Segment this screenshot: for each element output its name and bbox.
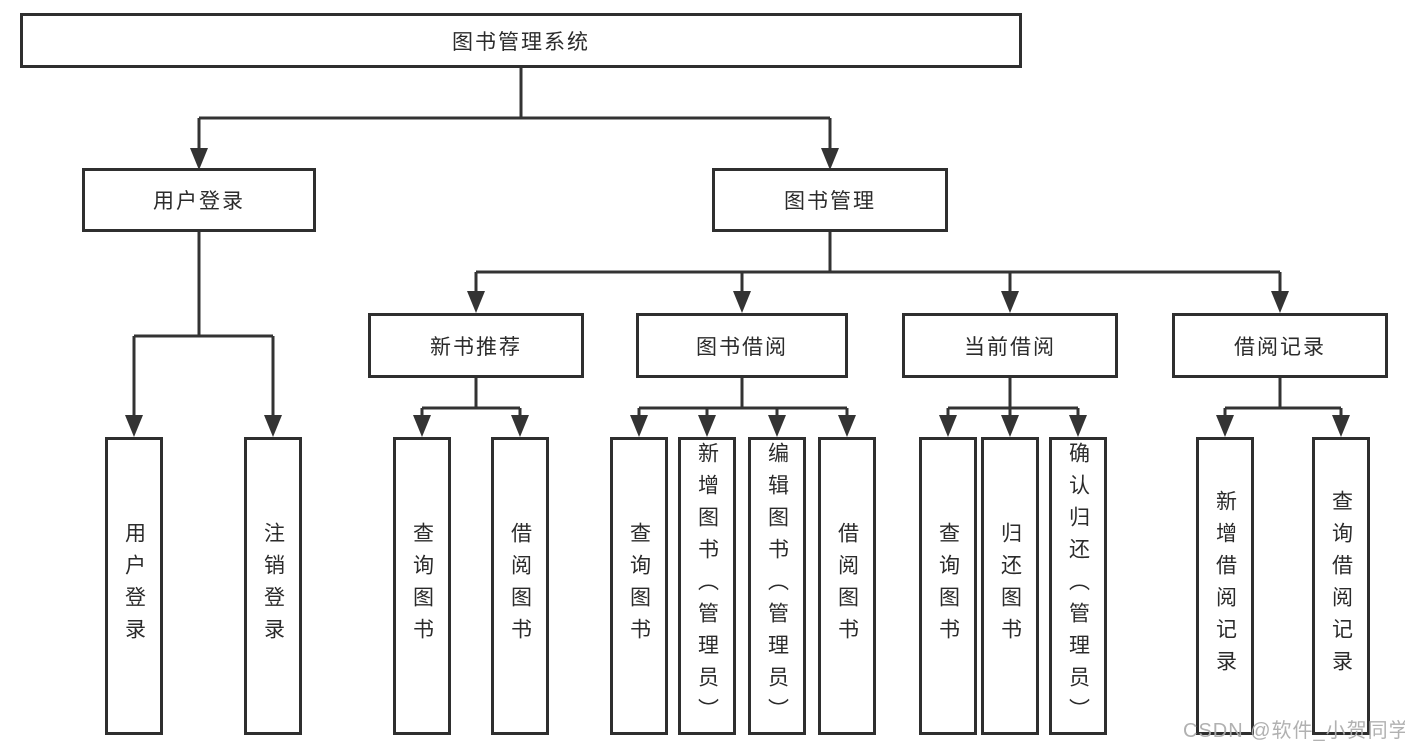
node-borrowing-records: 借阅记录 <box>1172 313 1388 378</box>
edge-root-to-level2 <box>190 68 839 170</box>
node-leaf-return-book: 归还图书 <box>981 437 1039 735</box>
node-leaf-edit-book: 编辑图书（管理员） <box>748 437 806 735</box>
csdn-watermark: CSDN @软件_小贺同学 <box>1183 720 1405 742</box>
leaf-label: 新增图书（管理员） <box>695 442 719 730</box>
leaf-label: 注销登录 <box>261 522 285 650</box>
leaf-label: 借阅图书 <box>835 522 859 650</box>
edge-user-login-to-leaves <box>125 232 282 437</box>
edge-new-book-recommend-to-leaves <box>413 378 529 437</box>
leaf-label: 确认归还（管理员） <box>1066 442 1090 730</box>
node-leaf-query-book-recommend: 查询图书 <box>393 437 451 735</box>
node-leaf-query-book-borrowing: 查询图书 <box>610 437 668 735</box>
node-leaf-borrow-book-borrowing: 借阅图书 <box>818 437 876 735</box>
leaf-label: 编辑图书（管理员） <box>765 442 789 730</box>
node-leaf-add-book: 新增图书（管理员） <box>678 437 736 735</box>
leaf-label: 用户登录 <box>122 522 146 650</box>
node-leaf-borrow-book-recommend: 借阅图书 <box>491 437 549 735</box>
node-leaf-add-borrow-record: 新增借阅记录 <box>1196 437 1254 735</box>
leaf-label: 查询图书 <box>627 522 651 650</box>
node-leaf-confirm-return: 确认归还（管理员） <box>1049 437 1107 735</box>
node-user-login: 用户登录 <box>82 168 316 232</box>
node-leaf-user-login: 用户登录 <box>105 437 163 735</box>
leaf-label: 查询借阅记录 <box>1329 490 1353 682</box>
node-current-borrowing: 当前借阅 <box>902 313 1118 378</box>
node-leaf-logout: 注销登录 <box>244 437 302 735</box>
node-new-book-recommend: 新书推荐 <box>368 313 584 378</box>
node-root: 图书管理系统 <box>20 13 1022 68</box>
leaf-label: 借阅图书 <box>508 522 532 650</box>
leaf-label: 新增借阅记录 <box>1213 490 1237 682</box>
edge-book-borrowing-to-leaves <box>630 378 856 437</box>
leaf-label: 查询图书 <box>936 522 960 650</box>
leaf-label: 归还图书 <box>998 522 1022 650</box>
node-book-borrowing: 图书借阅 <box>636 313 848 378</box>
node-leaf-query-borrow-record: 查询借阅记录 <box>1312 437 1370 735</box>
edge-current-borrowing-to-leaves <box>939 378 1087 437</box>
node-book-management: 图书管理 <box>712 168 948 232</box>
node-leaf-query-book-current: 查询图书 <box>919 437 977 735</box>
edge-book-management-to-level3 <box>467 232 1289 313</box>
edge-borrowing-records-to-leaves <box>1216 378 1350 437</box>
leaf-label: 查询图书 <box>410 522 434 650</box>
